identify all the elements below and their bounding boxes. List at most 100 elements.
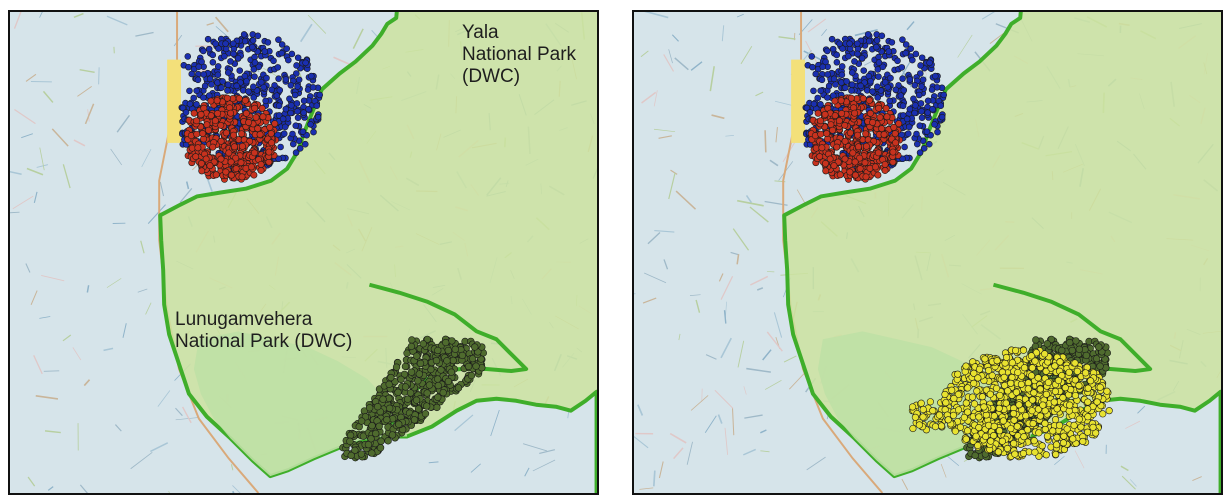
dark-green-point: [469, 354, 477, 363]
blue-point: [282, 76, 290, 83]
red-point: [891, 130, 899, 138]
basemap-texture-line: [33, 355, 43, 375]
yellow-point: [962, 362, 970, 370]
dark-green-point: [434, 346, 442, 355]
basemap-texture-line: [724, 427, 729, 455]
red-point: [871, 163, 879, 171]
basemap-texture-line: [206, 22, 214, 26]
blue-point: [184, 53, 192, 60]
yellow-point: [1051, 416, 1060, 424]
blue-point: [294, 108, 301, 115]
red-point: [862, 130, 870, 138]
dark-green-point: [419, 340, 427, 348]
yellow-point: [1003, 444, 1012, 453]
blue-point: [283, 45, 291, 52]
basemap-texture-line: [743, 448, 756, 456]
blue-point: [824, 71, 832, 78]
yellow-point: [994, 448, 1002, 456]
yellow-point: [1010, 409, 1018, 418]
yellow-point: [954, 390, 962, 399]
yellow-point: [948, 386, 956, 394]
blue-point: [313, 102, 321, 109]
basemap-texture-line: [1074, 450, 1085, 469]
basemap-texture-line: [669, 432, 687, 444]
dark-green-point: [442, 338, 450, 347]
yellow-point: [1049, 427, 1057, 435]
basemap-texture-line: [750, 275, 769, 286]
basemap-texture-line: [720, 275, 734, 300]
red-point: [859, 95, 867, 102]
yellow-point: [1027, 372, 1036, 380]
blue-point: [299, 128, 307, 135]
red-point: [831, 112, 839, 120]
basemap-texture-line: [940, 463, 947, 478]
basemap-texture-line: [749, 206, 769, 223]
blue-point: [824, 47, 831, 55]
red-point: [257, 167, 265, 174]
red-point: [818, 144, 826, 152]
yellow-point: [1084, 384, 1092, 392]
basemap-texture-line: [150, 442, 169, 453]
dark-green-point: [394, 388, 402, 397]
red-point: [878, 125, 886, 133]
dark-green-point: [368, 449, 376, 457]
blue-point: [243, 77, 250, 85]
yellow-point: [998, 437, 1006, 445]
yellow-point: [992, 384, 1001, 392]
yellow-point: [1012, 388, 1021, 396]
basemap-texture-line: [906, 21, 915, 31]
red-point: [206, 162, 214, 170]
yellow-point: [931, 423, 940, 431]
basemap-texture-line: [714, 389, 734, 409]
yellow-point: [1058, 371, 1066, 380]
blue-point: [838, 79, 845, 86]
yellow-point: [909, 424, 917, 433]
dark-green-point: [423, 389, 431, 397]
basemap-texture-line: [21, 133, 33, 139]
red-point: [227, 109, 235, 117]
basemap-texture-line: [769, 159, 779, 167]
red-point: [222, 129, 230, 137]
basemap-texture-line: [690, 61, 703, 71]
yellow-point: [1042, 451, 1050, 459]
blue-point: [907, 45, 915, 52]
blue-point: [250, 66, 258, 73]
yellow-point: [964, 408, 972, 416]
blue-point: [915, 91, 923, 99]
yellow-point: [1030, 437, 1038, 445]
basemap-texture-line: [141, 149, 152, 168]
red-point: [875, 104, 883, 112]
yellow-point: [954, 406, 963, 414]
basemap-texture-line: [668, 49, 673, 64]
yellow-point: [909, 403, 917, 411]
red-point: [881, 167, 889, 174]
blue-point: [240, 31, 248, 38]
basemap-texture-line: [732, 228, 750, 251]
basemap-texture-line: [637, 404, 644, 416]
yellow-point: [1065, 407, 1073, 415]
basemap-texture-line: [116, 114, 131, 133]
blue-point: [860, 67, 868, 74]
basemap-texture-line: [72, 347, 82, 361]
blue-point: [201, 82, 209, 90]
basemap-texture-line: [1054, 456, 1065, 465]
basemap-texture-line: [44, 430, 61, 434]
yellow-point: [1082, 369, 1090, 377]
yellow-point: [1055, 421, 1064, 429]
dark-green-point: [387, 373, 395, 382]
yellow-point: [1022, 412, 1030, 420]
dark-green-point: [1075, 345, 1084, 353]
yellow-point: [1031, 448, 1039, 456]
basemap-texture-line: [27, 476, 36, 487]
red-point: [232, 154, 240, 162]
red-point: [207, 112, 215, 120]
yellow-point: [1034, 374, 1042, 382]
blue-point: [239, 87, 247, 94]
red-point: [241, 96, 249, 104]
red-point: [228, 171, 235, 179]
map-canvas-left: [10, 12, 597, 493]
red-point: [250, 149, 258, 157]
blue-point: [275, 36, 282, 43]
red-point: [892, 139, 900, 147]
red-point: [883, 113, 891, 121]
